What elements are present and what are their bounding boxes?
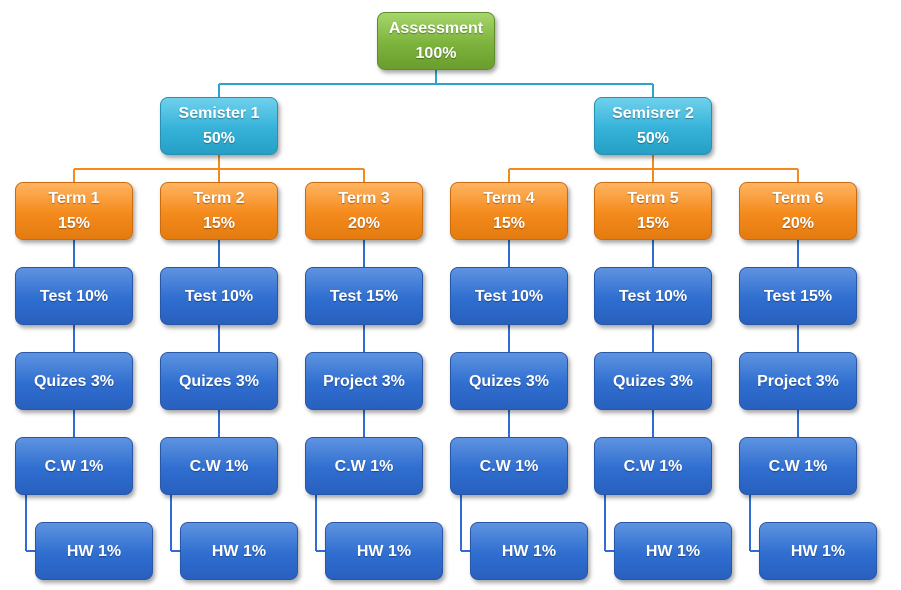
component-label: Quizes 3% xyxy=(33,372,115,390)
semester-node-2: Semisrer 2 50% xyxy=(594,97,712,155)
cw-node-term-3: C.W 1% xyxy=(305,437,423,495)
term-value: 15% xyxy=(636,215,670,232)
term-node-4: Term 4 15% xyxy=(450,182,568,240)
hw-label: HW 1% xyxy=(790,542,846,560)
term-title: Term 5 xyxy=(627,190,679,207)
semester-value: 50% xyxy=(202,130,236,147)
semester-node-1: Semister 1 50% xyxy=(160,97,278,155)
second-component-node-term-5: Quizes 3% xyxy=(594,352,712,410)
test-label: Test 10% xyxy=(618,287,688,305)
hw-node-term-2: HW 1% xyxy=(180,522,298,580)
test-label: Test 10% xyxy=(184,287,254,305)
hw-node-term-6: HW 1% xyxy=(759,522,877,580)
cw-node-term-4: C.W 1% xyxy=(450,437,568,495)
second-component-node-term-3: Project 3% xyxy=(305,352,423,410)
term-node-2: Term 2 15% xyxy=(160,182,278,240)
semester-value: 50% xyxy=(636,130,670,147)
term-node-5: Term 5 15% xyxy=(594,182,712,240)
term-node-1: Term 1 15% xyxy=(15,182,133,240)
hw-node-term-5: HW 1% xyxy=(614,522,732,580)
test-label: Test 10% xyxy=(39,287,109,305)
hw-node-term-3: HW 1% xyxy=(325,522,443,580)
root-title: Assessment xyxy=(388,20,484,37)
test-label: Test 15% xyxy=(329,287,399,305)
term-title: Term 4 xyxy=(483,190,535,207)
second-component-node-term-6: Project 3% xyxy=(739,352,857,410)
cw-node-term-5: C.W 1% xyxy=(594,437,712,495)
component-label: Project 3% xyxy=(323,372,405,390)
component-label: Quizes 3% xyxy=(178,372,260,390)
test-label: Test 15% xyxy=(763,287,833,305)
test-node-term-6: Test 15% xyxy=(739,267,857,325)
test-node-term-2: Test 10% xyxy=(160,267,278,325)
term-node-3: Term 3 20% xyxy=(305,182,423,240)
cw-node-term-1: C.W 1% xyxy=(15,437,133,495)
semester-title: Semister 1 xyxy=(178,105,260,122)
cw-label: C.W 1% xyxy=(768,457,828,475)
root-value: 100% xyxy=(415,45,457,62)
cw-node-term-2: C.W 1% xyxy=(160,437,278,495)
cw-label: C.W 1% xyxy=(189,457,249,475)
term-title: Term 3 xyxy=(338,190,390,207)
term-title: Term 6 xyxy=(772,190,824,207)
test-node-term-4: Test 10% xyxy=(450,267,568,325)
term-value: 20% xyxy=(347,215,381,232)
hw-label: HW 1% xyxy=(501,542,557,560)
semester-title: Semisrer 2 xyxy=(612,105,694,122)
test-node-term-1: Test 10% xyxy=(15,267,133,325)
term-value: 15% xyxy=(57,215,91,232)
term-value: 20% xyxy=(781,215,815,232)
component-label: Project 3% xyxy=(757,372,839,390)
second-component-node-term-2: Quizes 3% xyxy=(160,352,278,410)
hw-node-term-4: HW 1% xyxy=(470,522,588,580)
second-component-node-term-1: Quizes 3% xyxy=(15,352,133,410)
cw-label: C.W 1% xyxy=(334,457,394,475)
hw-label: HW 1% xyxy=(645,542,701,560)
root-node-assessment: Assessment 100% xyxy=(377,12,495,70)
test-node-term-3: Test 15% xyxy=(305,267,423,325)
hw-label: HW 1% xyxy=(66,542,122,560)
term-title: Term 2 xyxy=(193,190,245,207)
component-label: Quizes 3% xyxy=(468,372,550,390)
second-component-node-term-4: Quizes 3% xyxy=(450,352,568,410)
cw-label: C.W 1% xyxy=(623,457,683,475)
term-node-6: Term 6 20% xyxy=(739,182,857,240)
test-label: Test 10% xyxy=(474,287,544,305)
hw-node-term-1: HW 1% xyxy=(35,522,153,580)
component-label: Quizes 3% xyxy=(612,372,694,390)
term-title: Term 1 xyxy=(48,190,100,207)
hw-label: HW 1% xyxy=(356,542,412,560)
cw-label: C.W 1% xyxy=(44,457,104,475)
cw-node-term-6: C.W 1% xyxy=(739,437,857,495)
term-value: 15% xyxy=(202,215,236,232)
term-value: 15% xyxy=(492,215,526,232)
hw-label: HW 1% xyxy=(211,542,267,560)
test-node-term-5: Test 10% xyxy=(594,267,712,325)
cw-label: C.W 1% xyxy=(479,457,539,475)
